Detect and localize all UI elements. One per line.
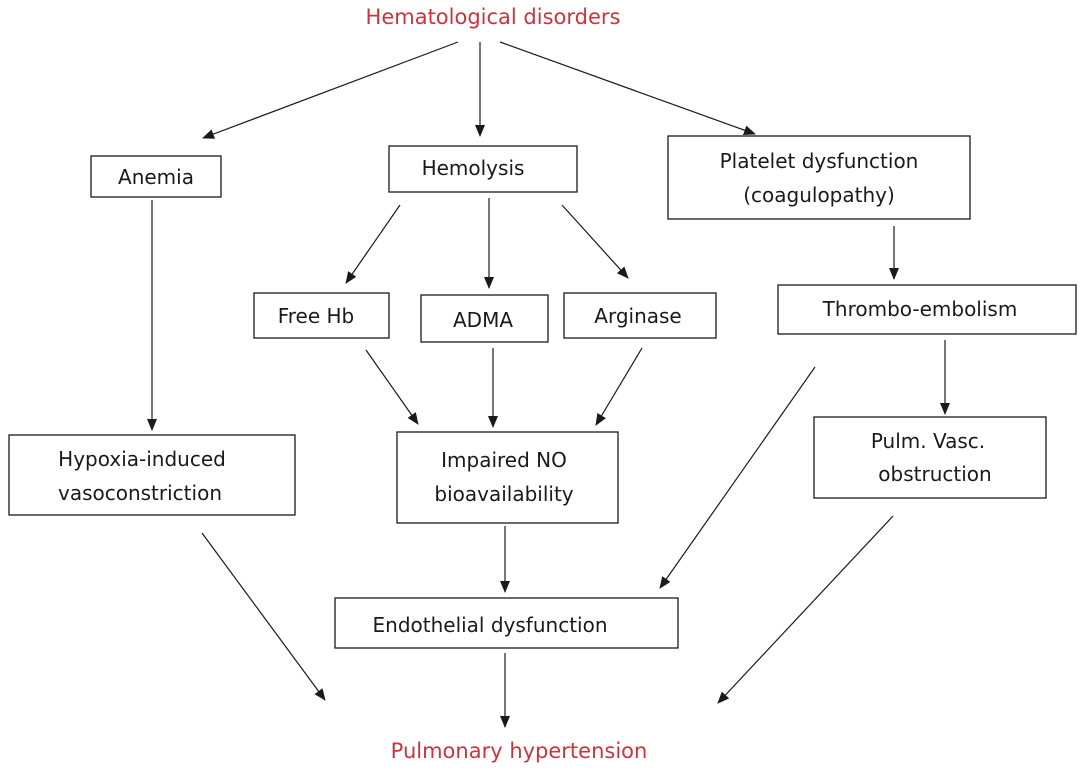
- edge-arginase-to-impaired: [595, 347, 643, 426]
- edge-hypoxia-to-bottom: [201, 532, 326, 701]
- node-pulm-vasc: Pulm. Vasc. obstruction: [813, 416, 1047, 499]
- node-endothelial-label: Endothelial dysfunction: [373, 613, 608, 637]
- edge-hemolysis-to-arginase: [561, 204, 629, 279]
- edge-top-to-anemia: [202, 41, 459, 139]
- node-arginase: Arginase: [563, 292, 717, 339]
- node-endothelial: Endothelial dysfunction: [334, 597, 679, 649]
- node-hemolysis-label: Hemolysis: [422, 156, 525, 180]
- node-thrombo-label: Thrombo-embolism: [822, 297, 1018, 321]
- node-impaired-no: Impaired NO bioavailability: [396, 431, 619, 524]
- node-adma: ADMA: [420, 294, 549, 343]
- bottom-title: Pulmonary hypertension: [391, 739, 648, 763]
- edge-freehb-to-impaired: [365, 349, 419, 425]
- edge-pulmvasc-to-bottom: [717, 515, 894, 704]
- node-hypoxia: Hypoxia-induced vasoconstriction: [8, 434, 296, 516]
- node-free-hb-label: Free Hb: [278, 304, 355, 328]
- edges: [147, 41, 950, 728]
- top-title: Hematological disorders: [366, 5, 621, 29]
- node-platelet-line2: (coagulopathy): [743, 183, 895, 207]
- edge-top-to-platelet: [499, 41, 756, 135]
- node-anemia: Anemia: [90, 155, 222, 198]
- node-free-hb: Free Hb: [253, 292, 390, 339]
- node-platelet-line1: Platelet dysfunction: [720, 149, 919, 173]
- node-pulm-vasc-line1: Pulm. Vasc.: [871, 429, 985, 453]
- edge-thrombo-to-endothelial: [659, 366, 816, 589]
- node-impaired-line2: bioavailability: [434, 482, 573, 506]
- node-thrombo-embolism: Thrombo-embolism: [777, 284, 1077, 335]
- node-anemia-label: Anemia: [118, 165, 194, 189]
- node-arginase-label: Arginase: [594, 304, 681, 328]
- node-platelet: Platelet dysfunction (coagulopathy): [667, 135, 971, 220]
- node-hypoxia-line1: Hypoxia-induced: [58, 447, 226, 471]
- node-adma-label: ADMA: [453, 308, 513, 332]
- node-impaired-line1: Impaired NO: [441, 448, 567, 472]
- edge-hemolysis-to-freehb: [345, 204, 401, 284]
- node-hypoxia-line2: vasoconstriction: [58, 481, 222, 505]
- node-pulm-vasc-line2: obstruction: [878, 462, 991, 486]
- node-hemolysis: Hemolysis: [388, 145, 578, 193]
